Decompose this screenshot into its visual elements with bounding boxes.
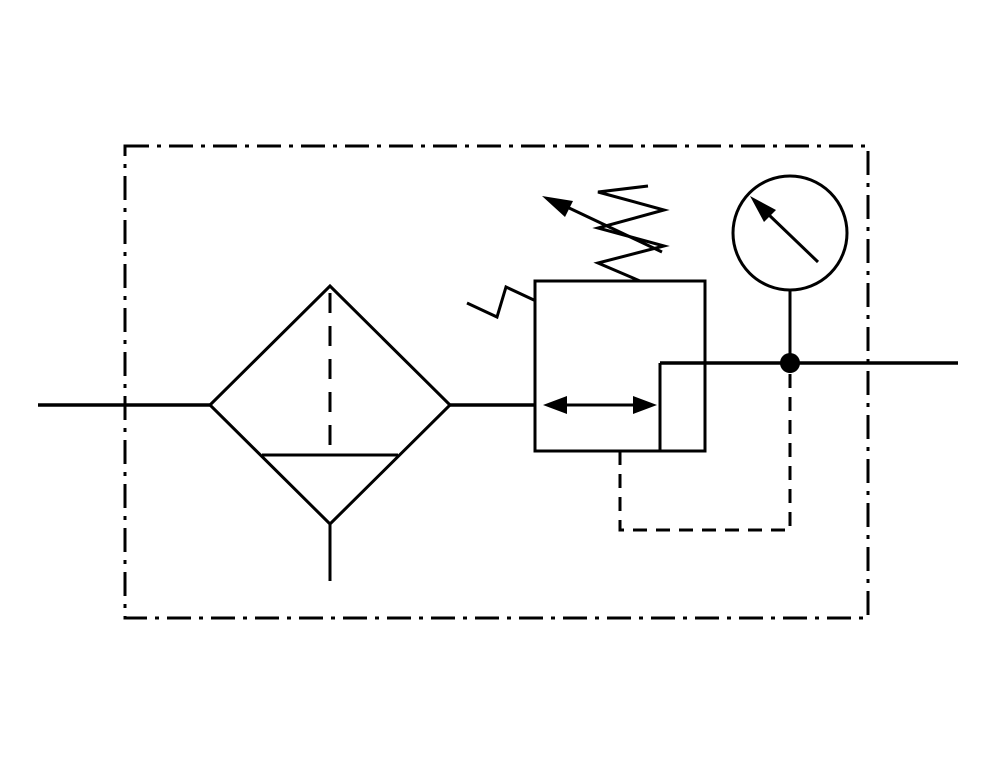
filter-symbol bbox=[207, 283, 453, 581]
regulator-flow-arrowhead-left bbox=[543, 396, 567, 414]
adjustment-arrowhead bbox=[542, 196, 573, 217]
line-junction bbox=[780, 353, 800, 373]
assembly-enclosure bbox=[123, 144, 870, 620]
adjustment-arrow-shaft bbox=[566, 205, 663, 254]
adjustment-spring-zigzag bbox=[592, 184, 670, 283]
regulator-flow-arrowhead-right bbox=[633, 396, 657, 414]
gauge-dial-circle bbox=[731, 174, 849, 292]
pressure-gauge bbox=[731, 174, 849, 363]
relief-spring bbox=[466, 284, 537, 320]
regulator-body bbox=[533, 279, 707, 453]
gauge-needle-shaft bbox=[766, 212, 820, 264]
regulator-symbol bbox=[466, 184, 707, 453]
pilot-line-dashed bbox=[618, 363, 792, 532]
gauge-needle-arrowhead bbox=[750, 196, 776, 222]
junction-dot bbox=[780, 353, 800, 373]
pilot-feedback-line bbox=[618, 363, 792, 532]
enclosure-dashed-border bbox=[123, 144, 870, 620]
